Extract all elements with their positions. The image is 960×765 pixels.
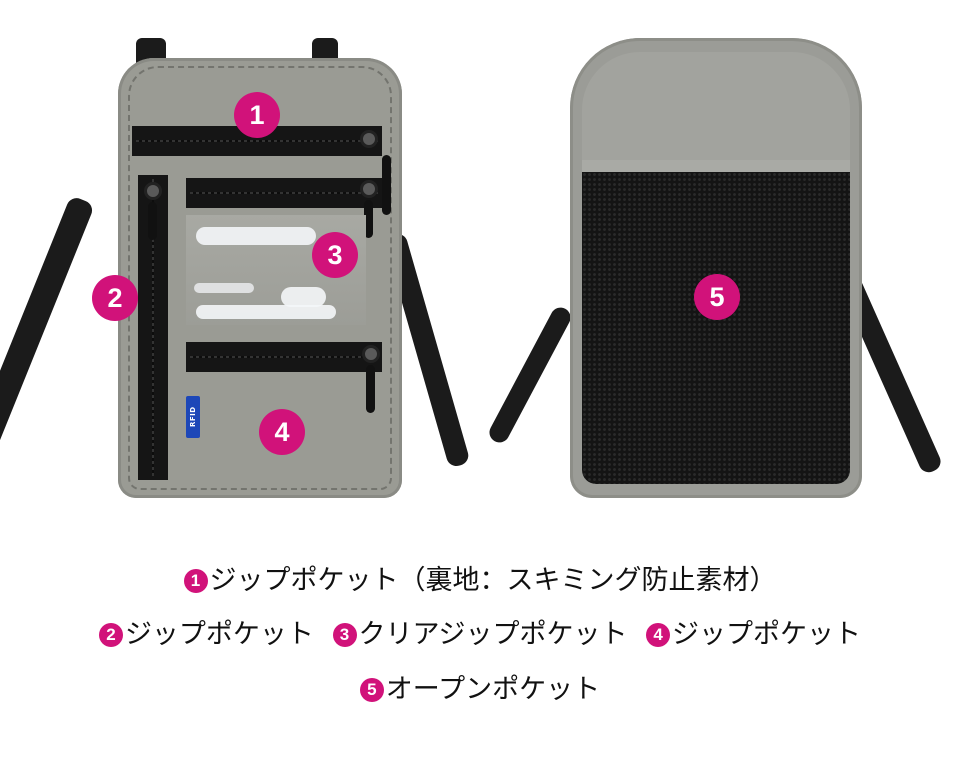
badge-1: 1: [234, 92, 280, 138]
legend-label-3: クリアジップポケット: [358, 619, 628, 650]
legend-label-1: ジップポケット（裏地：スキミング防止素材）: [209, 565, 777, 596]
rfid-tag: RFID: [186, 396, 200, 438]
badge-5: 5: [694, 274, 740, 320]
legend-item-1: 1 ジップポケット（裏地：スキミング防止素材）: [183, 564, 777, 598]
legend-item-3: 3 クリアジップポケット: [332, 618, 628, 652]
legend-badge-1: 1: [183, 569, 208, 593]
badge-3: 3: [312, 232, 358, 278]
legend-label-2: ジップポケット: [124, 619, 314, 650]
legend-line-2: 2 ジップポケット 3 クリアジップポケット 4 ジップポケット: [0, 615, 960, 652]
legend-item-2: 2 ジップポケット: [98, 618, 314, 652]
legend-label-5: オープンポケット: [385, 674, 601, 705]
zipper-tab-1: [382, 155, 391, 215]
legend-line-1: 1 ジップポケット（裏地：スキミング防止素材）: [0, 561, 960, 598]
window-glare: [196, 305, 336, 319]
zipper-tab-2: [148, 202, 157, 240]
legend-badge-2: 2: [98, 623, 123, 647]
front-pouch-stitching: [128, 66, 392, 490]
window-glare: [194, 283, 254, 293]
zipper-pocket-3: [186, 178, 382, 208]
legend-badge-5: 5: [359, 678, 384, 702]
legend-badge-4: 4: [646, 623, 671, 647]
legend-item-4: 4 ジップポケット: [646, 618, 861, 652]
side-strap-left-back: [485, 304, 575, 446]
open-pocket-mesh: [582, 172, 850, 484]
zipper-tab-3: [364, 200, 373, 238]
legend-line-3: 5 オープンポケット: [0, 670, 960, 707]
legend-item-5: 5 オープンポケット: [359, 673, 601, 707]
window-glare: [196, 227, 316, 245]
back-pouch-top-panel: [582, 52, 850, 163]
zipper-puller-1: [360, 130, 378, 148]
badge-4: 4: [259, 409, 305, 455]
zipper-puller-2: [144, 182, 162, 200]
window-glare: [281, 287, 326, 307]
badge-2: 2: [92, 275, 138, 321]
zipper-puller-4: [362, 345, 380, 363]
legend-label-4: ジップポケット: [672, 619, 862, 650]
open-pocket-edge-band: [582, 160, 850, 172]
legend-badge-3: 3: [332, 623, 357, 647]
zipper-tab-4: [366, 365, 375, 413]
zipper-puller-3: [360, 180, 378, 198]
side-strap-left: [0, 195, 96, 456]
zipper-pocket-4: [186, 342, 382, 372]
